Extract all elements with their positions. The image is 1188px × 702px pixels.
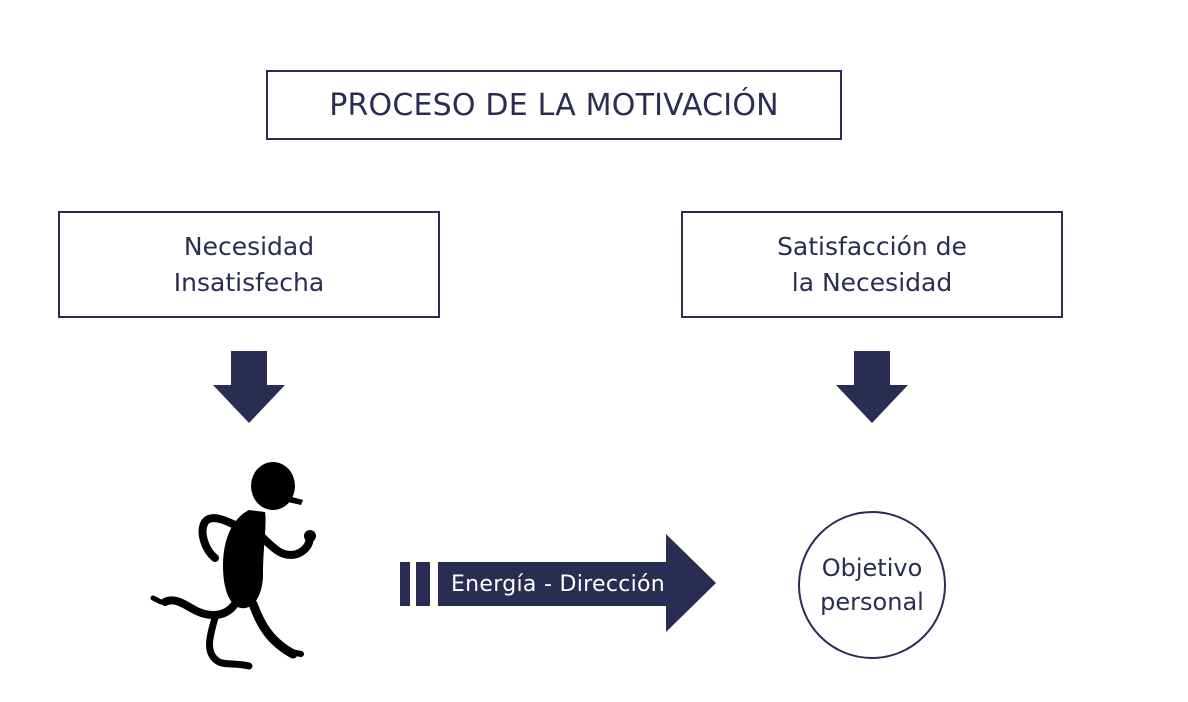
down-arrow-icon [836,351,908,423]
personal-goal-circle: Objetivo personal [798,511,946,659]
right-arrow-icon [400,534,716,632]
goal-line-2: personal [820,588,924,616]
diagram-title: PROCESO DE LA MOTIVACIÓN [329,87,779,123]
goal-line-1: Objetivo [821,554,923,582]
down-arrow-icon [213,351,285,423]
need-satisfaction-box: Satisfacción de la Necesidad [681,211,1063,318]
satisfaction-line-1: Satisfacción de [777,231,967,261]
diagram-title-box: PROCESO DE LA MOTIVACIÓN [266,70,842,140]
need-line-1: Necesidad [183,231,315,261]
running-person-icon [150,462,316,670]
satisfaction-line-2: la Necesidad [791,267,953,297]
energy-direction-label: Energía - Dirección [450,571,666,597]
need-line-2: Insatisfecha [173,267,325,297]
unsatisfied-need-box: Necesidad Insatisfecha [58,211,440,318]
